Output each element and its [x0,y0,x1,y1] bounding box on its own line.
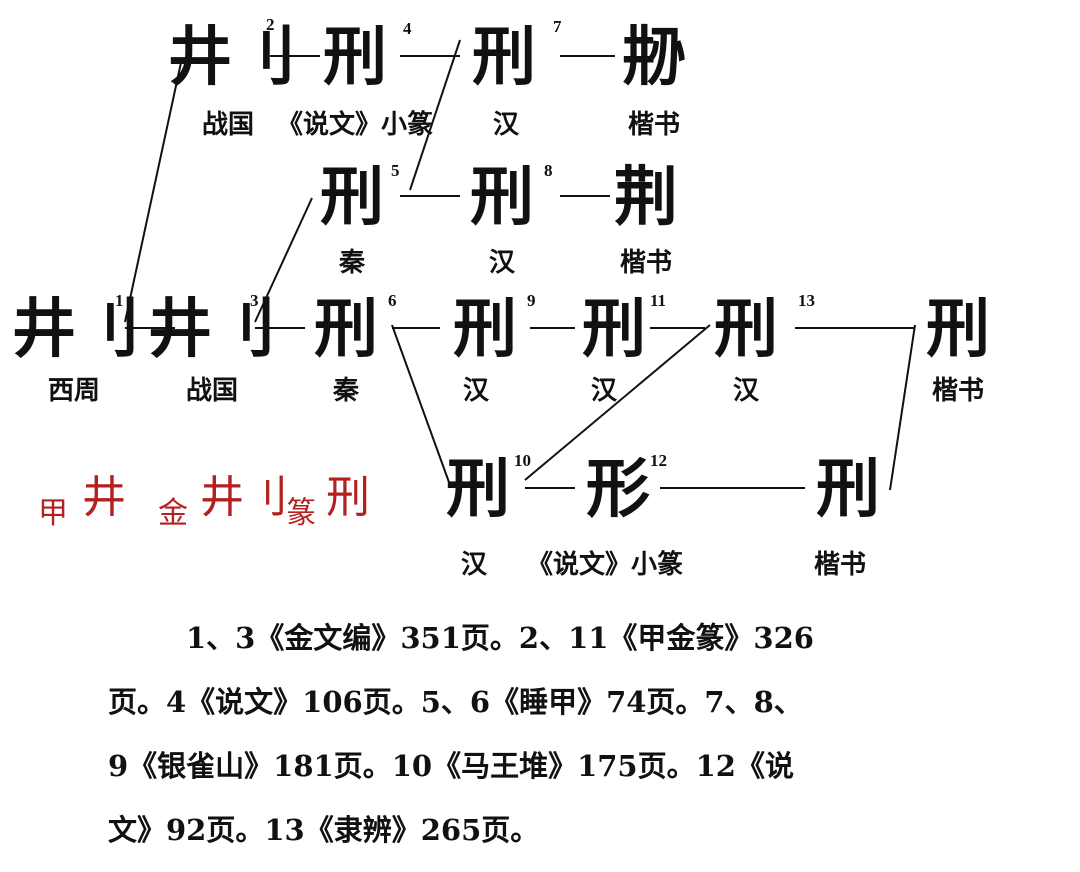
era-label-4: 《说文》小篆 [276,110,434,140]
char-form-10: 刑 [446,452,510,527]
edge-k4-k3 [889,324,916,491]
era-label-6: 秦 [332,376,360,406]
char-form-4: 刑 [323,20,387,95]
era-label-13: 汉 [732,376,760,406]
note-line: 文》92页。13《隶辨》265页。 [108,813,540,847]
era-label-2: 战国 [201,110,255,140]
char-form-6: 刑 [314,292,378,367]
char-form-11: 刑 [582,292,646,367]
era-label-12: 《说文》小篆 [526,550,684,580]
source-number-11: 11 [650,291,667,310]
edge-3-5 [254,197,313,323]
source-notes: 1、3《金文编》351页。2、11《甲金篆》326 页。4《说文》106页。5、… [108,606,938,862]
char-form-5: 刑 [320,160,384,235]
note-line: 9《银雀山》181页。10《马王堆》175页。12《说 [108,749,794,783]
note-line: 1、3《金文编》351页。2、11《甲金篆》326 [186,621,814,655]
era-label-k1: 楷书 [627,110,681,140]
char-form-13: 刑 [714,292,778,367]
char-form-k3: 刑 [926,292,990,367]
source-glyph-jia: 井 [82,472,126,523]
source-number-12: 12 [650,451,667,470]
source-number-9: 9 [527,291,536,310]
char-form-1: 井刂 [12,292,140,367]
era-label-k3: 楷书 [931,376,985,406]
source-label-jin: 金 [158,496,188,531]
era-label-1: 西周 [47,376,101,406]
char-form-2: 井刂 [168,20,296,95]
source-label-zhuan: 篆 [286,496,316,531]
era-label-10: 汉 [460,550,488,580]
era-label-7: 汉 [492,110,520,140]
char-form-3: 井刂 [148,292,276,367]
source-glyph-jin: 井刂 [200,472,288,523]
source-number-5: 5 [391,161,400,180]
note-line: 页。4《说文》106页。5、6《睡甲》74页。7、8、 [108,685,803,719]
era-label-k2: 楷书 [619,248,673,278]
era-label-8: 汉 [488,248,516,278]
char-form-7: 刑 [472,20,536,95]
source-number-2: 2 [266,15,275,34]
source-number-6: 6 [388,291,397,310]
char-form-k2: 荆 [614,160,678,235]
era-label-5: 秦 [338,248,366,278]
source-label-jia: 甲 [38,496,68,531]
char-form-k1: 刱 [622,20,686,95]
edge-13-10 [524,324,711,481]
era-label-3: 战国 [185,376,239,406]
source-number-4: 4 [403,19,412,38]
source-number-13: 13 [798,291,815,310]
edge-6-10 [391,324,451,486]
char-form-12: 形 [586,452,650,527]
edge-1-2 [124,57,183,323]
era-label-k4: 楷书 [813,550,867,580]
edge-7-8 [409,39,461,191]
source-number-1: 1 [115,291,124,310]
connector-lines [124,39,916,491]
source-number-10: 10 [514,451,531,470]
char-form-9: 刑 [453,292,517,367]
source-glyph-zhuan: 刑 [326,472,370,523]
source-number-7: 7 [553,17,562,36]
source-number-3: 3 [250,291,259,310]
era-label-9: 汉 [462,376,490,406]
source-number-8: 8 [544,161,553,180]
char-form-k4: 刑 [816,452,880,527]
char-form-8: 刑 [470,160,534,235]
era-label-11: 汉 [590,376,618,406]
